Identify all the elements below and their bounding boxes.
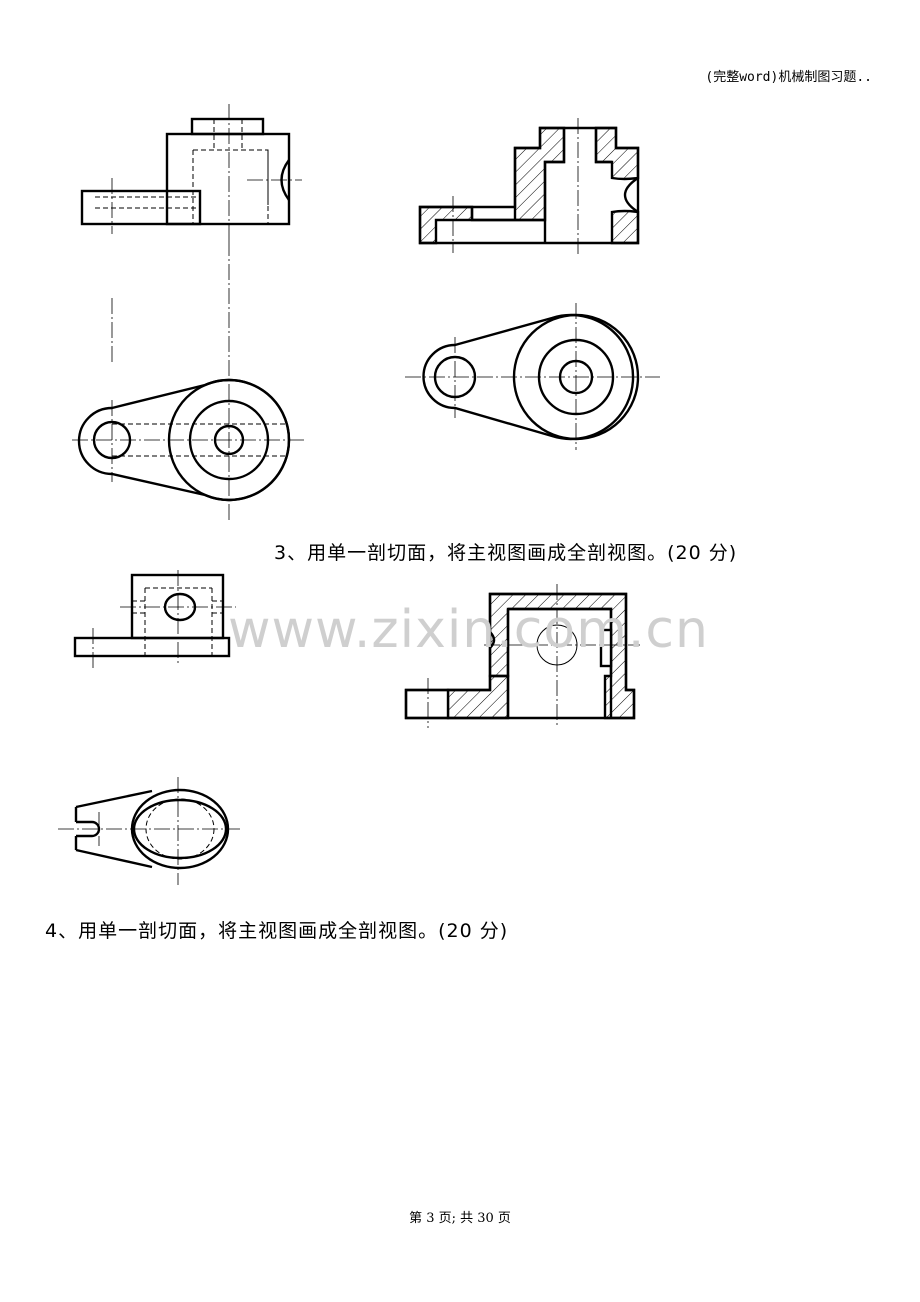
p2-top-view — [72, 378, 305, 502]
watermark: www.zixin.com.cn — [228, 600, 709, 660]
p3-front-view — [73, 570, 236, 668]
page-footer: 第 3 页; 共 30 页 — [409, 1211, 511, 1226]
p3-top-view — [58, 777, 240, 885]
question-4: 4、用单一剖切面，将主视图画成全剖视图。(20 分) — [45, 920, 509, 942]
question-3: 3、用单一剖切面，将主视图画成全剖视图。(20 分) — [274, 542, 738, 564]
p2-front-view — [80, 104, 302, 240]
p3-section-view — [404, 584, 640, 728]
p2-section-view — [418, 118, 640, 254]
p2-right-top-view — [405, 303, 660, 450]
document-header: (完整word)机械制图习题.. — [705, 70, 872, 85]
